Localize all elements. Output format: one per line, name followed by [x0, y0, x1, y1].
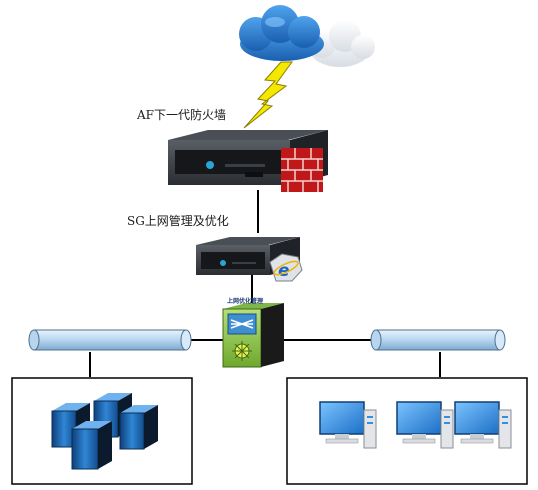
cloud-icon [239, 5, 375, 67]
brick-wall-icon [281, 148, 323, 192]
svg-text:e: e [278, 261, 290, 281]
server-group-box [11, 377, 193, 485]
sg-appliance-icon [196, 237, 300, 275]
firewall-label: AF下一代防火墙 [137, 108, 226, 122]
sg-label: SG上网管理及优化 [127, 214, 229, 228]
right-pipe [370, 329, 506, 351]
pc-group-box [286, 377, 528, 485]
pc-icon [319, 401, 512, 449]
firewall-appliance-icon [168, 130, 328, 185]
blue-cloud [239, 5, 324, 61]
ie-logo-icon: e [269, 253, 303, 282]
left-pipe [28, 329, 192, 351]
connection-lines [89, 190, 441, 377]
server-icon [51, 393, 158, 470]
switch-icon [222, 303, 284, 368]
switch-caption: 上网优化管理 [227, 298, 264, 305]
lightning-icon [243, 61, 293, 129]
